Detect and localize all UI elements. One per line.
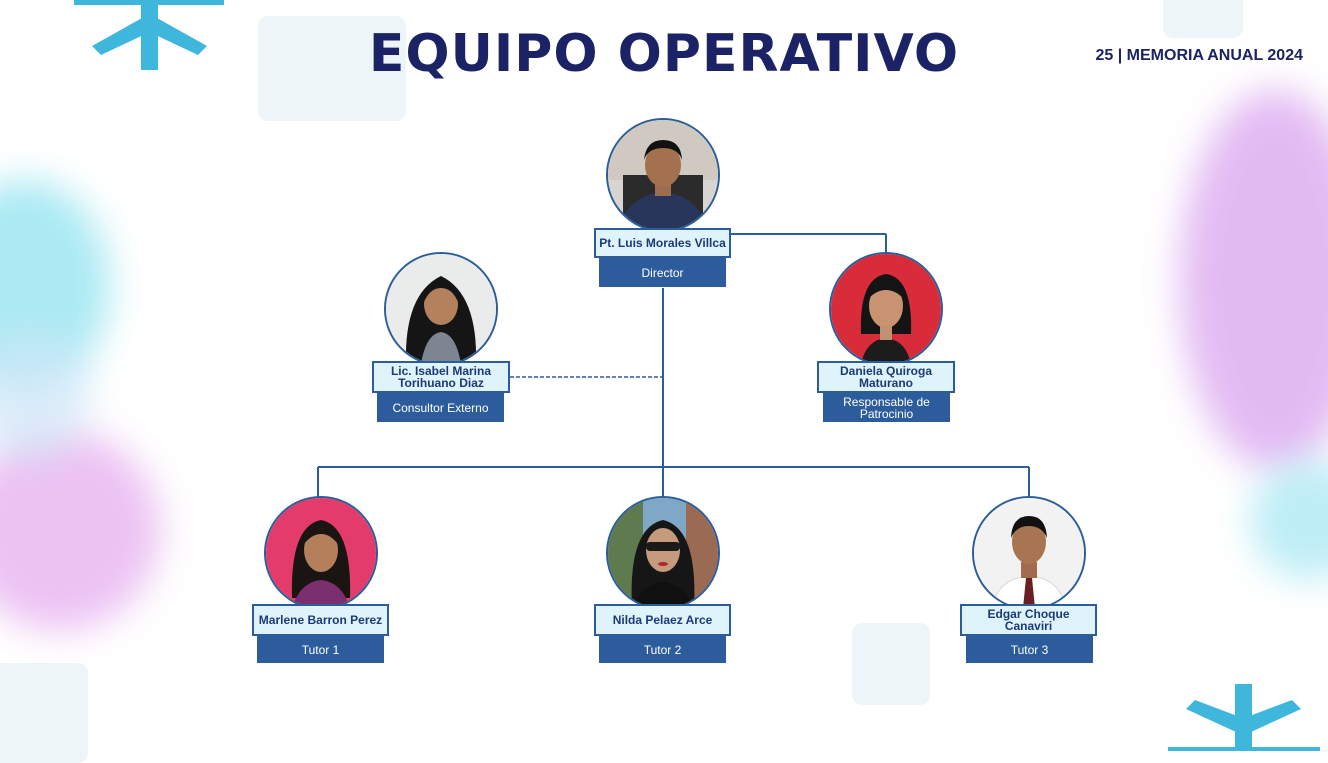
decor-square xyxy=(258,16,406,121)
tutor2-role: Tutor 2 xyxy=(599,636,726,663)
tutor3-role: Tutor 3 xyxy=(966,636,1093,663)
sponsorship-name: Daniela Quiroga Maturano xyxy=(817,361,955,393)
tutor1-role: Tutor 1 xyxy=(257,636,384,663)
asterisk-star-icon xyxy=(74,0,224,70)
watercolor-blob-right-purple xyxy=(1180,90,1328,470)
director-role: Director xyxy=(599,258,726,287)
consultant-role: Consultor Externo xyxy=(377,393,504,422)
decor-square xyxy=(1163,0,1243,38)
watercolor-blob-left-purple xyxy=(0,430,160,630)
consultant-name: Lic. Isabel Marina Torihuano Diaz xyxy=(372,361,510,393)
tutor2-name: Nilda Pelaez Arce xyxy=(594,604,731,636)
consultant-photo xyxy=(384,252,498,366)
tutor2-photo xyxy=(606,496,720,610)
page-title: EQUIPO OPERATIVO xyxy=(368,24,960,84)
sponsorship-photo xyxy=(829,252,943,366)
decor-square xyxy=(0,663,88,763)
tutor3-name: Edgar Choque Canaviri xyxy=(960,604,1097,636)
director-photo xyxy=(606,118,720,232)
asterisk-star-icon xyxy=(1168,684,1320,751)
director-name: Pt. Luis Morales Villca xyxy=(594,228,731,258)
sponsorship-role: Responsable de Patrocinio xyxy=(823,393,950,422)
tutor1-name: Marlene Barron Perez xyxy=(252,604,389,636)
tutor3-photo xyxy=(972,496,1086,610)
page-number-label: 25 | MEMORIA ANUAL 2024 xyxy=(1095,47,1304,64)
decor-square xyxy=(852,623,930,705)
tutor1-photo xyxy=(264,496,378,610)
